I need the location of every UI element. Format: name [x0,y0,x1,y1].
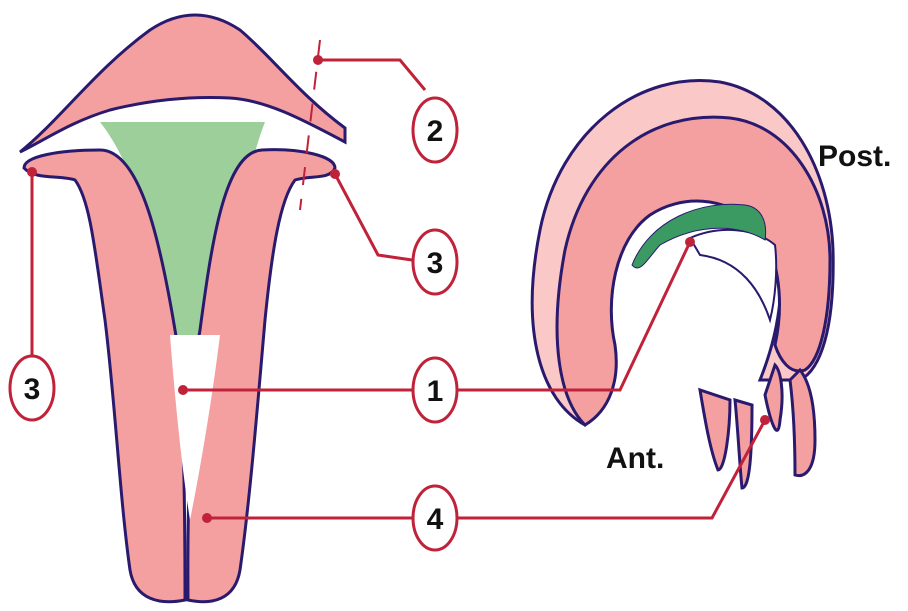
callout-3-right-text: 3 [427,247,444,280]
label-anterior: Ant. [606,442,664,475]
callout-3-right: 3 [413,230,457,294]
callout-2-text: 2 [427,115,444,148]
ventral-limb-far [790,370,815,476]
lateral-figure [532,80,833,488]
leader-3-right [335,174,412,260]
callout-3-left-text: 3 [24,373,41,406]
ventral-limb-left [700,390,730,470]
callout-2: 2 [413,98,457,162]
leader-2 [318,60,425,90]
dot-4-left [202,513,212,523]
dot-1-right [685,237,695,247]
callout-3-left: 3 [10,356,54,420]
gut-space [690,230,776,320]
dot-2 [313,55,323,65]
cross-section-figure [20,15,345,602]
dot-3-right [330,169,340,179]
dot-3-left [27,167,37,177]
label-posterior: Post. [818,140,891,173]
callout-4: 4 [413,486,457,550]
ventral-limb-mid [735,400,752,488]
dot-1-left [178,385,188,395]
callout-1: 1 [413,358,457,422]
callout-1-text: 1 [427,375,444,408]
callout-4-text: 4 [427,503,444,536]
dot-4-right [760,415,770,425]
